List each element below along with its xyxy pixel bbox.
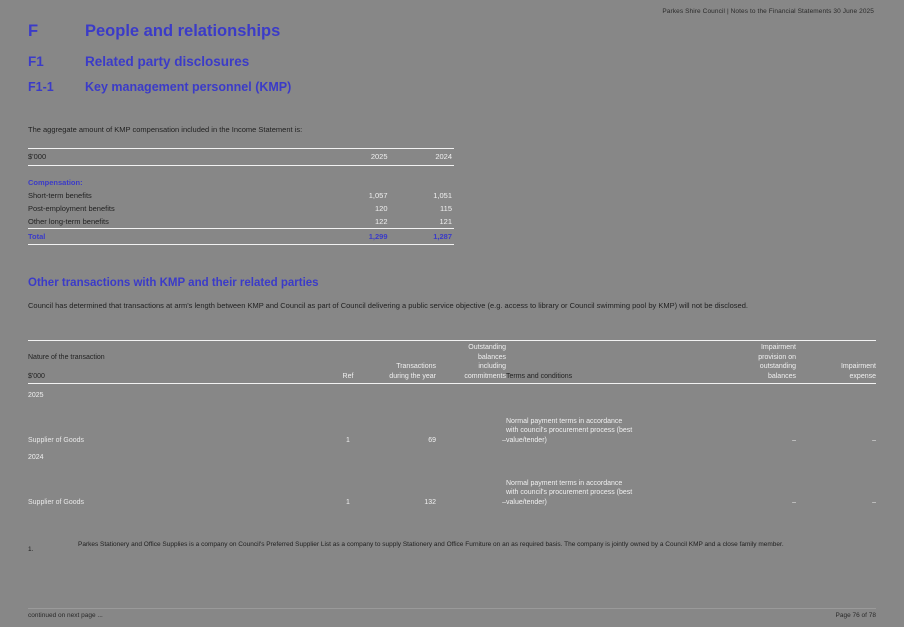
heading-text-f: People and relationships — [85, 22, 281, 40]
table-row: Post-employment benefits 120 115 — [28, 202, 454, 215]
row-value-2024: 121 — [439, 217, 452, 226]
heading-number-f1-1: F1-1 — [28, 80, 54, 94]
spacer-row — [28, 403, 876, 417]
row-transactions: 69 — [428, 436, 436, 444]
row-impairment-provision: – — [792, 498, 796, 506]
total-value-2024: 1,287 — [389, 228, 454, 245]
row-label-other-long-term-benefits: Other long-term benefits — [28, 217, 109, 226]
row-outstanding: – — [502, 436, 506, 444]
column-header-outstanding-l1: Outstanding — [468, 344, 506, 351]
row-impairment-provision: – — [792, 436, 796, 444]
heading-number-f: F — [28, 22, 39, 40]
table-header-row-line1: Outstanding Impairment — [28, 343, 876, 353]
row-transactions: 132 — [424, 498, 436, 506]
total-value-2025: 1,299 — [325, 228, 390, 245]
column-header-unit: $'000 — [28, 148, 326, 166]
column-header-impairment-expense-l2: expense — [796, 371, 876, 384]
row-value-2024: 115 — [440, 204, 452, 213]
footnote-mark: 1. — [28, 546, 34, 553]
row-nature: Supplier of Goods — [28, 436, 85, 444]
column-header-transactions-l1: Transactions — [396, 363, 436, 370]
column-header-unit: $'000 — [28, 371, 328, 384]
table-header-row-line2: Nature of the transaction balances provi… — [28, 353, 876, 363]
row-value-2024: 1,051 — [433, 191, 452, 200]
kmp-compensation-intro: The aggregate amount of KMP compensation… — [28, 125, 303, 134]
column-header-impairment-expense-l1: Impairment — [840, 363, 876, 370]
row-label-post-employment-benefits: Post-employment benefits — [28, 204, 115, 213]
other-transactions-heading: Other transactions with KMP and their re… — [28, 277, 319, 289]
footer-page-number: Page 76 of 78 — [835, 612, 876, 619]
heading-text-f1-1: Key management personnel (KMP) — [85, 80, 292, 94]
heading-section-f1: F1 Related party disclosures — [28, 54, 876, 69]
table-row: Other long-term benefits 122 121 — [28, 215, 454, 229]
row-ref: 1 — [346, 436, 350, 444]
heading-number-f1: F1 — [28, 54, 44, 69]
table-row: Supplier of Goods 1 69 – Normal payment … — [28, 417, 876, 447]
row-terms-line3: value/tender) — [506, 498, 547, 506]
year-group-row-2024: 2024 — [28, 446, 876, 465]
table-top-rule — [28, 340, 876, 343]
heading-text-f1: Related party disclosures — [85, 54, 250, 69]
column-header-impairment-provision-l3: outstanding — [759, 363, 796, 370]
table-row: Short-term benefits 1,057 1,051 — [28, 189, 454, 202]
other-transactions-table: Outstanding Impairment Nature of the tra… — [28, 340, 876, 508]
row-terms-line2: with council's procurement process (best — [506, 427, 633, 434]
heading-section-f: F People and relationships — [28, 22, 876, 41]
row-impairment-expense: – — [872, 498, 876, 506]
heading-section-f1-1: F1-1 Key management personnel (KMP) — [28, 80, 876, 94]
page-footer: continued on next page ... Page 76 of 78 — [28, 608, 876, 619]
column-header-outstanding-l2: balances — [477, 353, 506, 361]
heading-block: F People and relationships F1 Related pa… — [28, 22, 876, 94]
column-header-2025: 2025 — [325, 148, 390, 166]
footnote-text: Parkes Stationery and Office Supplies is… — [78, 541, 784, 548]
column-header-ref: Ref — [328, 371, 368, 384]
column-header-transactions-l2: during the year — [368, 371, 436, 384]
row-terms-line1: Normal payment terms in accordance — [506, 479, 623, 487]
section-label: Compensation: — [28, 178, 83, 187]
column-header-impairment-provision-l2: provision on — [758, 353, 796, 361]
column-header-impairment-provision-l4: balances — [711, 371, 796, 384]
row-ref: 1 — [346, 498, 350, 506]
column-header-outstanding-l3: including — [478, 363, 506, 370]
spacer-row — [28, 465, 876, 479]
column-header-outstanding-l4: commitments — [436, 371, 506, 384]
row-terms-line2: with council's procurement process (best — [506, 489, 633, 496]
row-value-2025: 120 — [375, 204, 388, 213]
kmp-compensation-table: $'000 2025 2024 Compensation: Short-term… — [28, 148, 454, 245]
table-header-row: $'000 2025 2024 — [28, 148, 454, 166]
running-header: Parkes Shire Council | Notes to the Fina… — [662, 8, 874, 15]
other-transactions-intro: Council has determined that transactions… — [28, 301, 748, 310]
year-label: 2025 — [28, 392, 44, 399]
row-outstanding: – — [502, 498, 506, 506]
total-label: Total — [28, 228, 326, 245]
column-header-terms: Terms and conditions — [506, 371, 711, 384]
column-header-nature: Nature of the transaction — [28, 353, 105, 361]
row-impairment-expense: – — [872, 436, 876, 444]
table-total-row: Total 1,299 1,287 — [28, 228, 454, 245]
table-header-row-line4: $'000 Ref during the year commitments Te… — [28, 371, 876, 384]
row-terms-line1: Normal payment terms in accordance — [506, 417, 623, 425]
row-terms-line3: value/tender) — [506, 436, 547, 444]
row-value-2025: 1,057 — [368, 191, 388, 200]
row-terms: Normal payment terms in accordance with … — [506, 479, 711, 509]
spacer-row — [28, 166, 454, 175]
footer-continued-label: continued on next page ... — [28, 612, 103, 619]
footnote: 1. Parkes Stationery and Office Supplies… — [28, 540, 876, 556]
row-label-short-term-benefits: Short-term benefits — [28, 191, 92, 200]
row-value-2025: 122 — [375, 217, 388, 226]
row-nature: Supplier of Goods — [28, 498, 85, 506]
column-header-2024: 2024 — [389, 148, 454, 166]
section-row-compensation: Compensation: — [28, 174, 454, 189]
year-label: 2024 — [28, 454, 44, 461]
column-header-impairment-provision-l1: Impairment — [760, 344, 796, 351]
table-row: Supplier of Goods 1 132 – Normal payment… — [28, 479, 876, 509]
row-terms: Normal payment terms in accordance with … — [506, 417, 711, 447]
year-group-row-2025: 2025 — [28, 384, 876, 403]
table-header-row-line3: Transactions including outstanding Impai… — [28, 362, 876, 372]
